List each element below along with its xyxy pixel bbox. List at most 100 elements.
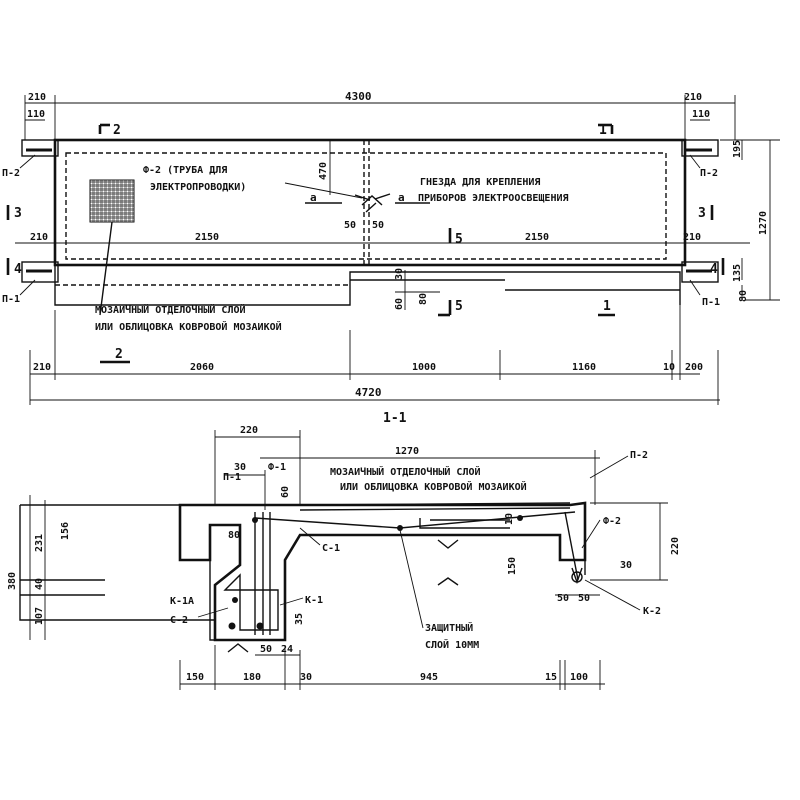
section-title: 1-1 xyxy=(383,411,407,426)
loop-p2-right xyxy=(681,139,719,157)
label-socket-line2: ПРИБОРОВ ЭЛЕКТРООСВЕЩЕНИЯ xyxy=(418,193,569,204)
slab-inner-dashed xyxy=(65,152,667,260)
plan-dim-bottom-1000: 1000 xyxy=(412,362,436,373)
svg-text:1: 1 xyxy=(603,299,611,314)
sec-label-p1: П-1 xyxy=(223,472,241,483)
loop-p2-left xyxy=(21,139,59,157)
label-finish-line1: МОЗАИЧНЫЙ ОТДЕЛОЧНЫЙ СЛОЙ xyxy=(95,303,246,316)
section-mark-4-right: 4 xyxy=(710,258,725,277)
label-finish-line2: ИЛИ ОБЛИЦОВКА КОВРОВОЙ МОЗАИКОЙ xyxy=(95,320,282,333)
sec-label-finish-line1: МОЗАИЧНЫЙ ОТДЕЛОЧНЫЙ СЛОЙ xyxy=(330,465,481,478)
section-view: 1-1 xyxy=(7,411,681,690)
sec-dim-107: 107 xyxy=(34,607,45,625)
label-socket-line1: ГНЕЗДА ДЛЯ КРЕПЛЕНИЯ xyxy=(420,177,540,188)
svg-text:2: 2 xyxy=(113,123,121,138)
plan-dim-bottom-2060: 2060 xyxy=(190,362,214,373)
plan-dim-top-total: 4300 xyxy=(345,90,372,103)
sec-dim-150-bottom: 150 xyxy=(186,672,204,683)
section-outline xyxy=(178,501,587,642)
plan-dim-socket-1: 50 xyxy=(344,220,356,231)
plan-dim-total-4720: 4720 xyxy=(355,386,382,399)
plan-dim-step-60: 60 xyxy=(394,298,405,310)
sec-dim-1270: 1270 xyxy=(395,446,419,457)
sec-dim-945: 945 xyxy=(420,672,438,683)
sec-dim-50a: 50 xyxy=(557,593,569,604)
svg-text:4: 4 xyxy=(14,262,22,277)
plan-dim-step-30: 30 xyxy=(394,268,405,280)
plan-dim-socket-2: 50 xyxy=(372,220,384,231)
loop-p1-left xyxy=(21,261,59,283)
sec-label-protect-line2: СЛОЙ 10ММ xyxy=(425,638,479,651)
section-mark-3-right: 3 xyxy=(698,205,714,221)
svg-text:1: 1 xyxy=(599,123,607,138)
plan-dim-mid-left: 210 xyxy=(30,232,48,243)
sec-dim-30: 30 xyxy=(234,462,246,473)
label-p1-right: П-1 xyxy=(702,297,720,308)
svg-text:2: 2 xyxy=(115,347,123,362)
section-mark-2-top: 2 xyxy=(98,123,121,138)
label-a-left: а xyxy=(310,191,317,204)
sec-dim-180: 180 xyxy=(243,672,261,683)
mosaic-hatch xyxy=(89,179,135,223)
sec-dim-231: 231 xyxy=(34,534,45,552)
svg-text:3: 3 xyxy=(698,206,706,221)
label-pipe-line1: Ф-2 (ТРУБА ДЛЯ xyxy=(143,165,227,176)
plan-dim-top-left: 210 xyxy=(28,92,46,103)
rebar-c1 xyxy=(254,511,576,529)
section-mark-5-top: 5 xyxy=(448,228,463,247)
plan-dim-470: 470 xyxy=(318,162,329,180)
plan-dim-top-right: 210 xyxy=(684,92,702,103)
svg-text:4: 4 xyxy=(710,262,718,277)
plan-dim-bottom-10: 10 xyxy=(663,362,675,373)
sec-label-c1: С-1 xyxy=(322,543,340,554)
label-a-right: а xyxy=(398,191,405,204)
plan-dim-right-80: 80 xyxy=(738,290,749,302)
sec-dim-10: 10 xyxy=(504,513,515,525)
plan-dim-mid-2150b: 2150 xyxy=(525,232,549,243)
section-mark-1-top: 1 xyxy=(598,123,614,138)
sec-dim-50-inner: 50 xyxy=(260,644,272,655)
sec-label-k2: К-2 xyxy=(643,606,661,617)
loop-p1-right xyxy=(681,261,719,283)
plan-dim-mid-2150a: 2150 xyxy=(195,232,219,243)
plan-dim-step-80: 80 xyxy=(418,293,429,305)
svg-text:5: 5 xyxy=(455,232,463,247)
plan-dim-right-195: 195 xyxy=(732,140,743,158)
wall-left xyxy=(19,504,215,621)
slab-outline xyxy=(53,138,687,267)
svg-text:5: 5 xyxy=(455,299,463,314)
plan-dim-bottom-200: 200 xyxy=(685,362,703,373)
svg-text:3: 3 xyxy=(14,206,22,221)
plan-dim-small-left: 110 xyxy=(27,109,45,120)
sec-label-f2: Ф-2 xyxy=(603,516,621,527)
label-p1-left: П-1 xyxy=(2,294,20,305)
section-mark-2-bottom: 2 xyxy=(100,347,130,364)
sec-label-p2: П-2 xyxy=(630,450,648,461)
plan-dim-mid-right: 210 xyxy=(683,232,701,243)
sec-dim-220-top: 220 xyxy=(240,425,258,436)
sec-label-finish-line2: ИЛИ ОБЛИЦОВКА КОВРОВОЙ МОЗАИКОЙ xyxy=(340,480,527,493)
sec-label-k1a: К-1А xyxy=(170,596,194,607)
sec-dim-30-bottom: 30 xyxy=(300,672,312,683)
sec-dim-80: 80 xyxy=(228,530,240,541)
sec-dim-100: 100 xyxy=(570,672,588,683)
sec-dim-35: 35 xyxy=(294,613,305,625)
sec-label-protect-line1: ЗАЩИТНЫЙ xyxy=(425,621,473,634)
plan-dim-bottom-210: 210 xyxy=(33,362,51,373)
sec-label-f1: Ф-1 xyxy=(268,462,286,473)
sec-dim-30-right: 30 xyxy=(620,560,632,571)
section-mark-5-bottom: 5 xyxy=(438,299,463,317)
slab-bottom-strip xyxy=(54,265,681,306)
sec-dim-40: 40 xyxy=(34,578,45,590)
plan-dim-small-right: 110 xyxy=(692,109,710,120)
plan-dim-bottom-1160: 1160 xyxy=(572,362,596,373)
section-mark-4-left: 4 xyxy=(6,258,22,277)
sec-dim-50b: 50 xyxy=(578,593,590,604)
sec-label-c2: С-2 xyxy=(170,615,188,626)
label-p2-right: П-2 xyxy=(700,168,718,179)
sec-label-k1: К-1 xyxy=(305,595,323,606)
plan-view: 210 4300 210 110 110 470 50 50 210 2150 … xyxy=(2,90,780,405)
sec-dim-156: 156 xyxy=(60,522,71,540)
sec-dim-60: 60 xyxy=(280,486,291,498)
